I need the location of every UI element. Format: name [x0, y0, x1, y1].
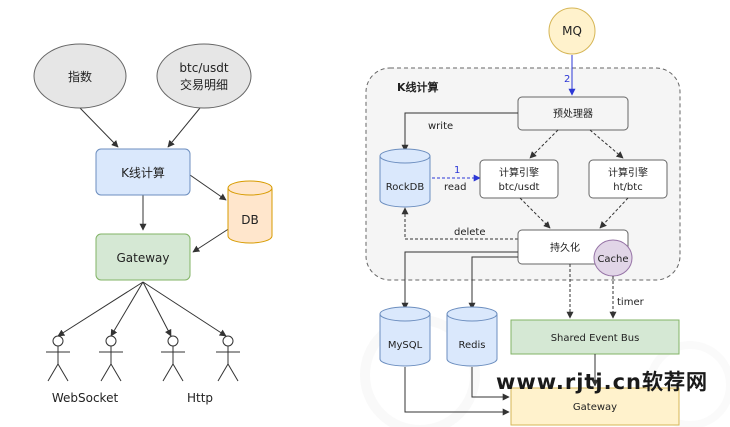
mysql-node [379, 306, 431, 367]
index-source-label: 指数 [68, 69, 92, 84]
right-gateway-node [510, 387, 680, 426]
engine-ht-btc-label-line1: 计算引擎 [608, 166, 648, 179]
edge-kline-to-db [189, 174, 227, 201]
redis-node [446, 306, 498, 367]
edge-index-to-kline [79, 107, 119, 148]
pair-source-label-line2: 交易明细 [180, 77, 228, 92]
rockdb-node [379, 148, 431, 208]
edge-preprocessor-to-engine2 [589, 129, 624, 159]
edge-redis-to-gateway [471, 367, 510, 401]
edge-persist-to-redis [468, 256, 518, 310]
edge-gateway-to-actor-2 [110, 281, 144, 337]
edge-preprocessor-to-rockdb [401, 112, 518, 152]
websocket-label: WebSocket [52, 391, 119, 405]
event-bus-label: Shared Event Bus [551, 333, 640, 344]
read-label: read [444, 182, 467, 193]
mq-label: MQ [562, 24, 582, 38]
actor-icon [46, 335, 70, 382]
edge-persist-delete-rockdb [401, 207, 518, 240]
edge-preprocessor-to-engine1 [529, 129, 559, 159]
edge-persist-to-mysql [401, 251, 518, 310]
rockdb-label: RockDB [386, 182, 425, 193]
edge-db-to-gateway [192, 227, 231, 253]
index-source-node [33, 43, 127, 109]
edge-gateway-to-actor-1 [57, 281, 144, 337]
actor-icon [216, 335, 240, 382]
left-diagram: 指数 btc/usdt 交易明细 K线计算 DB Gateway [33, 43, 273, 405]
pair-source-label-line1: btc/usdt [179, 61, 228, 75]
db-node [227, 180, 273, 244]
engine-ht-btc-label-line2: ht/btc [613, 182, 642, 193]
event-bus-node [510, 319, 680, 355]
mysql-label: MySQL [388, 340, 423, 351]
persist-label: 持久化 [550, 241, 580, 254]
http-label: Http [187, 391, 213, 405]
kline-node [95, 148, 191, 196]
db-label: DB [241, 213, 258, 227]
step-2-label: 2 [564, 74, 570, 85]
step-1-label: 1 [454, 165, 460, 176]
write-label: write [428, 121, 453, 132]
kline-label: K线计算 [121, 165, 165, 180]
watermark-text: www.rjtj.cn软荐网 [496, 370, 708, 394]
left-gateway-label: Gateway [116, 251, 169, 265]
mq-node [548, 7, 596, 55]
edge-pair-to-kline [167, 107, 201, 148]
edge-engine1-to-persist [519, 197, 551, 229]
preprocessor-label: 预处理器 [553, 108, 593, 120]
edge-gateway-to-actor-4 [142, 281, 227, 337]
actor-icon [161, 335, 185, 382]
engine-btc-usdt-label-line2: btc/usdt [499, 182, 540, 193]
redis-label: Redis [459, 340, 486, 351]
edge-mysql-to-gateway [404, 367, 510, 416]
pair-source-node [156, 43, 252, 109]
kline-group-title: K线计算 [397, 80, 439, 94]
right-gateway-label: Gateway [573, 402, 617, 413]
engine-btc-usdt-node [479, 159, 559, 199]
timer-label: timer [617, 297, 645, 308]
edge-gateway-to-actor-3 [142, 281, 172, 337]
left-gateway-node [95, 233, 191, 281]
actor-icon [99, 335, 123, 382]
right-diagram: K线计算 MQ 2 预处理器 write RockDB 1 read 计算引擎 … [365, 7, 681, 426]
delete-label: delete [454, 227, 486, 238]
engine-btc-usdt-label-line1: 计算引擎 [499, 166, 539, 179]
cache-label: Cache [597, 254, 628, 265]
edge-engine2-to-persist [599, 197, 629, 229]
